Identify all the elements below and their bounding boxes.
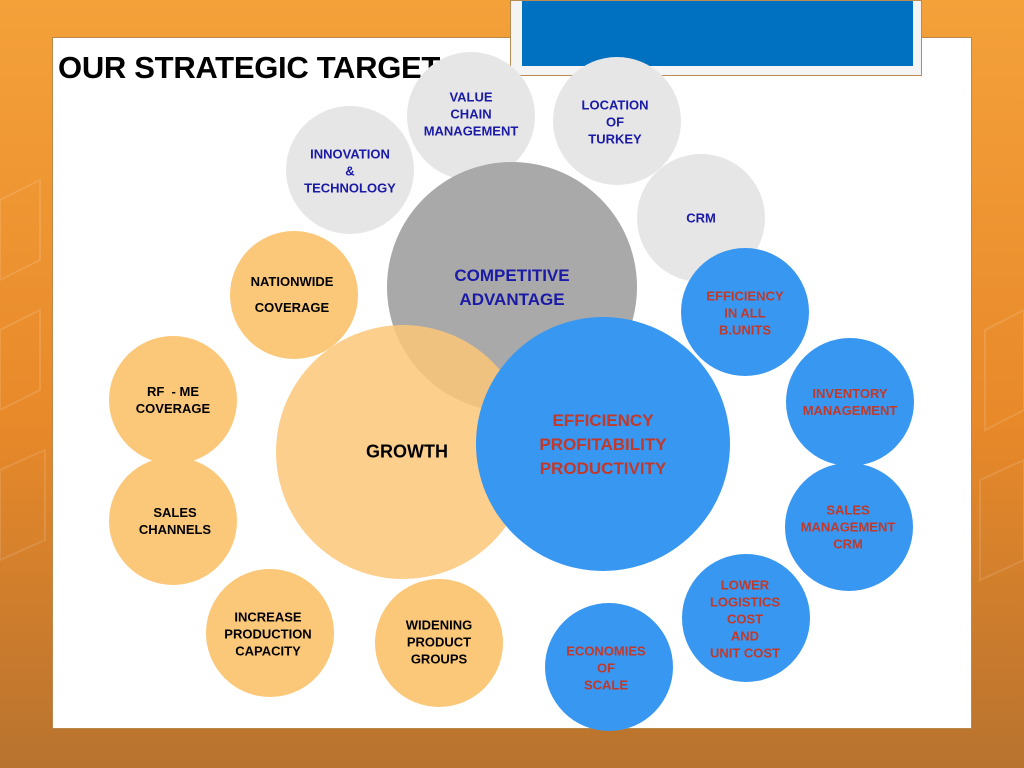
logistics-bubble — [682, 554, 810, 682]
economies-bubble — [545, 603, 673, 731]
rf-me-bubble — [109, 336, 237, 464]
location-bubble — [553, 57, 681, 185]
sales-channels-bubble — [109, 457, 237, 585]
inventory-bubble — [786, 338, 914, 466]
efficiency-units-bubble — [681, 248, 809, 376]
production-bubble — [206, 569, 334, 697]
header-blue-bar — [522, 1, 913, 66]
efficiency-circle — [476, 317, 730, 571]
growth-circle — [276, 325, 530, 579]
growth-label: GROWTH — [366, 441, 448, 462]
product-groups-bubble — [375, 579, 503, 707]
value-chain-bubble — [407, 52, 535, 180]
sales-management-bubble — [785, 463, 913, 591]
innovation-bubble — [286, 106, 414, 234]
nationwide-bubble — [230, 231, 358, 359]
crm-label: CRM — [686, 210, 716, 226]
slide-title: OUR STRATEGIC TARGET — [58, 50, 441, 85]
innovation-label: INNOVATION&TECHNOLOGY — [304, 146, 396, 196]
header-box — [510, 0, 922, 76]
